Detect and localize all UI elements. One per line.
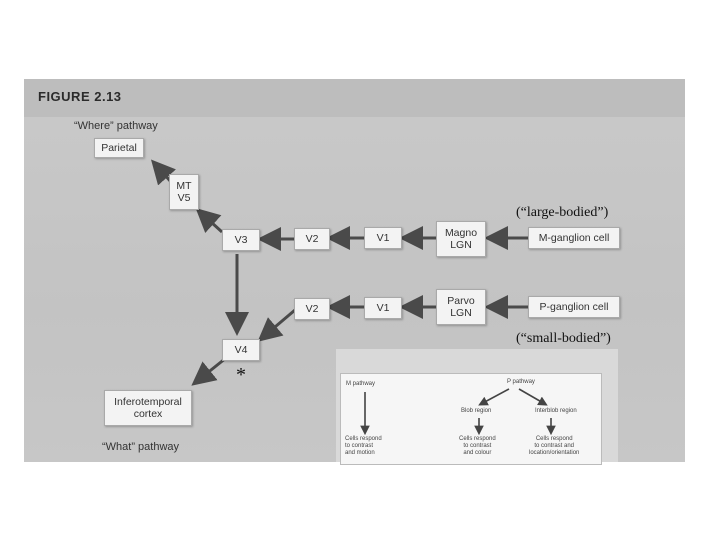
node-v3: V3 <box>222 229 260 251</box>
large-bodied-annotation: (“large-bodied”) <box>516 205 609 220</box>
figure-title: FIGURE 2.13 <box>38 89 122 104</box>
arrow-v2-to-v4 <box>257 308 296 342</box>
asterisk-marker: * <box>236 364 246 386</box>
figure-header-band <box>24 79 685 117</box>
node-v1-bottom: V1 <box>364 297 402 319</box>
inset-interblob-response: Cells respond to contrast and location/o… <box>529 436 580 456</box>
inset-arrows <box>360 388 556 436</box>
node-v4: V4 <box>222 339 260 361</box>
inset-blob-region: Blob region <box>461 408 492 414</box>
node-v2-top: V2 <box>294 228 330 250</box>
inset-p-pathway: P pathway <box>507 379 535 385</box>
where-pathway-label: “Where” pathway <box>74 120 158 132</box>
inset-interblob-region: Interblob region <box>535 408 577 414</box>
node-v1-top: V1 <box>364 227 402 249</box>
inset-diagram: M pathway P pathway Blob region Interblo… <box>340 373 602 465</box>
node-p-ganglion-cell: P-ganglion cell <box>528 296 620 318</box>
node-magno-lgn: Magno LGN <box>436 221 486 257</box>
what-pathway-label: “What” pathway <box>102 441 180 453</box>
node-parietal: Parietal <box>94 138 144 158</box>
node-v2-bottom: V2 <box>294 298 330 320</box>
small-bodied-annotation: (“small-bodied”) <box>516 331 611 346</box>
node-m-ganglion-cell: M-ganglion cell <box>528 227 620 249</box>
arrow-v4-to-inferotemporal <box>191 356 227 386</box>
inset-blob-response: Cells respond to contrast and colour <box>459 436 496 456</box>
node-mt-v5: MT V5 <box>169 174 199 210</box>
inset-m-pathway: M pathway <box>346 381 376 387</box>
inset-m-response: Cells respond to contrast and motion <box>345 436 382 456</box>
node-inferotemporal-cortex: Inferotemporal cortex <box>104 390 192 426</box>
node-parvo-lgn: Parvo LGN <box>436 289 486 325</box>
arrow-v3-to-mt <box>195 207 224 234</box>
